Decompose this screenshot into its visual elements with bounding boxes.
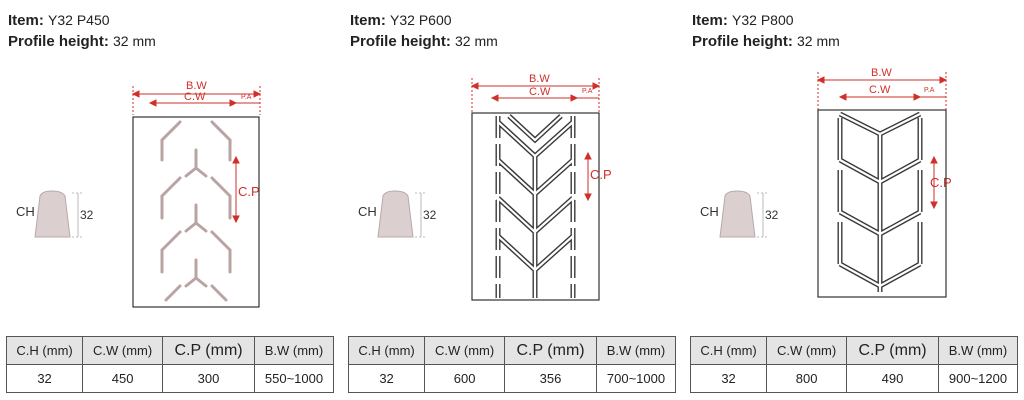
pa-label: P.A (582, 88, 593, 95)
header-cp: C.P (mm) (504, 336, 597, 365)
dimension-lines (816, 72, 948, 210)
header-ch: C.H (mm) (689, 336, 768, 365)
value-bw: 700~1000 (595, 364, 677, 393)
cleat-highlight (838, 113, 922, 292)
header-cw: C.W (mm) (424, 336, 506, 365)
panel-p600: Item: Y32 P600 Profile height: 32 mm CH … (342, 0, 682, 400)
pa-label: P.A (924, 87, 935, 94)
cw-label: C.W (184, 91, 206, 103)
dimension-lines (131, 86, 262, 224)
spec-table: C.H (mm) C.W (mm) C.P (mm) B.W (mm) 32 6… (347, 336, 677, 393)
ch-label: CH (358, 204, 377, 219)
item-value: Y32 P600 (390, 12, 452, 28)
belt-outline (817, 109, 947, 298)
panel-p800: Item: Y32 P800 Profile height: 32 mm CH … (684, 0, 1024, 400)
profile-height-value: 32 mm (797, 33, 840, 49)
belt-diagram: CH 32 B.W C.W P.A C.P (700, 67, 952, 298)
value-cp: 490 (846, 364, 939, 393)
bw-label: B.W (529, 73, 550, 85)
table-header-row: C.H (mm) C.W (mm) C.P (mm) B.W (mm) (5, 336, 335, 365)
value-bw: 550~1000 (253, 364, 335, 393)
profile-height-label: Profile height: (692, 33, 793, 50)
cw-label: C.W (869, 84, 891, 96)
belt-outline (471, 112, 600, 301)
profile-height-label: Profile height: (8, 33, 109, 50)
bw-label: B.W (871, 67, 892, 79)
cp-label: C.P (930, 175, 952, 190)
table-row: 32 450 300 550~1000 (5, 364, 335, 393)
value-ch: 32 (689, 364, 768, 393)
dimension-lines (470, 78, 601, 202)
header-cw: C.W (mm) (766, 336, 848, 365)
header-ch: C.H (mm) (347, 336, 426, 365)
header-bw: B.W (mm) (937, 336, 1019, 365)
belt-diagram: CH 32 B.W C.W P.A C.P (16, 80, 262, 308)
table-header-row: C.H (mm) C.W (mm) C.P (mm) B.W (mm) (347, 336, 677, 365)
item-value: Y32 P800 (732, 12, 794, 28)
item-label: Item: (350, 12, 386, 29)
cleat-pattern (160, 120, 232, 302)
value-cw: 450 (82, 364, 164, 393)
ch-label: CH (700, 204, 719, 219)
panel-p450: Item: Y32 P450 Profile height: 32 mm CH … (0, 0, 340, 400)
panel-header: Item: Y32 P450 Profile height: 32 mm (8, 10, 156, 52)
profile-height-label: Profile height: (350, 33, 451, 50)
value-cw: 600 (424, 364, 506, 393)
cleat-highlight (496, 115, 575, 298)
ch-value: 32 (423, 208, 437, 222)
profile-section: CH 32 (700, 190, 779, 238)
table-row: 32 600 356 700~1000 (347, 364, 677, 393)
table-header-row: C.H (mm) C.W (mm) C.P (mm) B.W (mm) (689, 336, 1019, 365)
profile-height-value: 32 mm (113, 33, 156, 49)
header-cp: C.P (mm) (846, 336, 939, 365)
header-bw: B.W (mm) (595, 336, 677, 365)
profile-height-value: 32 mm (455, 33, 498, 49)
ch-value: 32 (80, 208, 94, 222)
value-ch: 32 (5, 364, 84, 393)
cp-label: C.P (238, 184, 260, 199)
ch-label: CH (16, 204, 35, 219)
table-row: 32 800 490 900~1200 (689, 364, 1019, 393)
header-ch: C.H (mm) (5, 336, 84, 365)
value-bw: 900~1200 (937, 364, 1019, 393)
belt-outline (132, 116, 260, 308)
ch-value: 32 (765, 208, 779, 222)
bw-label: B.W (186, 80, 207, 92)
item-label: Item: (8, 12, 44, 29)
profile-section: CH 32 (358, 190, 437, 238)
belt-diagram: CH 32 B.W C.W P.A C.P (358, 73, 612, 301)
value-cp: 356 (504, 364, 597, 393)
value-ch: 32 (347, 364, 426, 393)
pa-label: P.A (241, 94, 252, 101)
profile-section: CH 32 (16, 190, 94, 238)
header-bw: B.W (mm) (253, 336, 335, 365)
item-label: Item: (692, 12, 728, 29)
spec-table: C.H (mm) C.W (mm) C.P (mm) B.W (mm) 32 8… (689, 336, 1019, 393)
cp-label: C.P (590, 167, 612, 182)
header-cw: C.W (mm) (82, 336, 164, 365)
spec-table: C.H (mm) C.W (mm) C.P (mm) B.W (mm) 32 4… (5, 336, 335, 393)
panel-header: Item: Y32 P800 Profile height: 32 mm (692, 10, 840, 52)
header-cp: C.P (mm) (162, 336, 255, 365)
item-value: Y32 P450 (48, 12, 110, 28)
value-cw: 800 (766, 364, 848, 393)
panel-header: Item: Y32 P600 Profile height: 32 mm (350, 10, 498, 52)
cw-label: C.W (529, 86, 551, 98)
value-cp: 300 (162, 364, 255, 393)
